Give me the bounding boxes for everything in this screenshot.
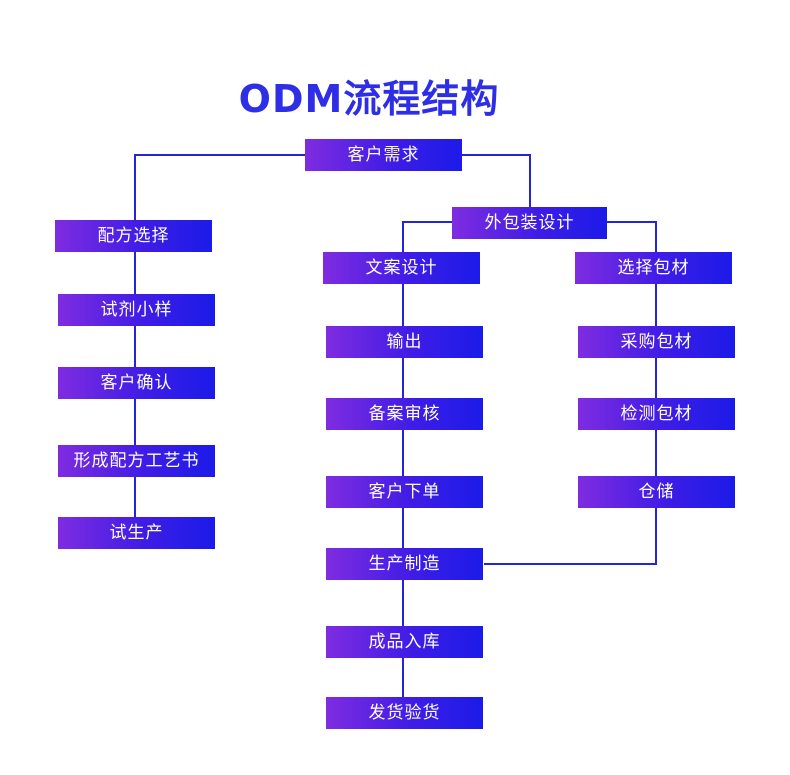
node-formula-process-doc: 形成配方工艺书 [58, 445, 215, 477]
connector-storage-to-production [484, 508, 657, 565]
node-sample-trial: 试剂小样 [58, 294, 215, 326]
connector-root-to-packaging [462, 154, 531, 207]
node-customer-demand: 客户需求 [305, 139, 462, 171]
node-customer-order: 客户下单 [326, 476, 483, 508]
connector-packaging-to-copy [402, 221, 452, 252]
node-packaging-design: 外包装设计 [452, 207, 607, 239]
node-trial-production: 试生产 [58, 517, 215, 549]
connector-packaging-to-material [607, 221, 657, 252]
node-filing-review: 备案审核 [326, 398, 483, 430]
node-inspect-materials: 检测包材 [578, 398, 735, 430]
node-output: 输出 [326, 326, 483, 358]
node-storage: 仓储 [578, 476, 735, 508]
node-customer-confirm: 客户确认 [58, 367, 215, 399]
connector-root-to-formula [134, 154, 305, 220]
node-production: 生产制造 [326, 548, 483, 580]
node-select-materials: 选择包材 [575, 252, 732, 284]
node-shipping-inspection: 发货验货 [326, 697, 483, 729]
node-purchase-materials: 采购包材 [578, 326, 735, 358]
node-copy-design: 文案设计 [323, 252, 480, 284]
page-title: ODM流程结构 [238, 77, 500, 121]
node-formula-selection: 配方选择 [55, 220, 212, 252]
node-warehousing: 成品入库 [326, 626, 483, 658]
